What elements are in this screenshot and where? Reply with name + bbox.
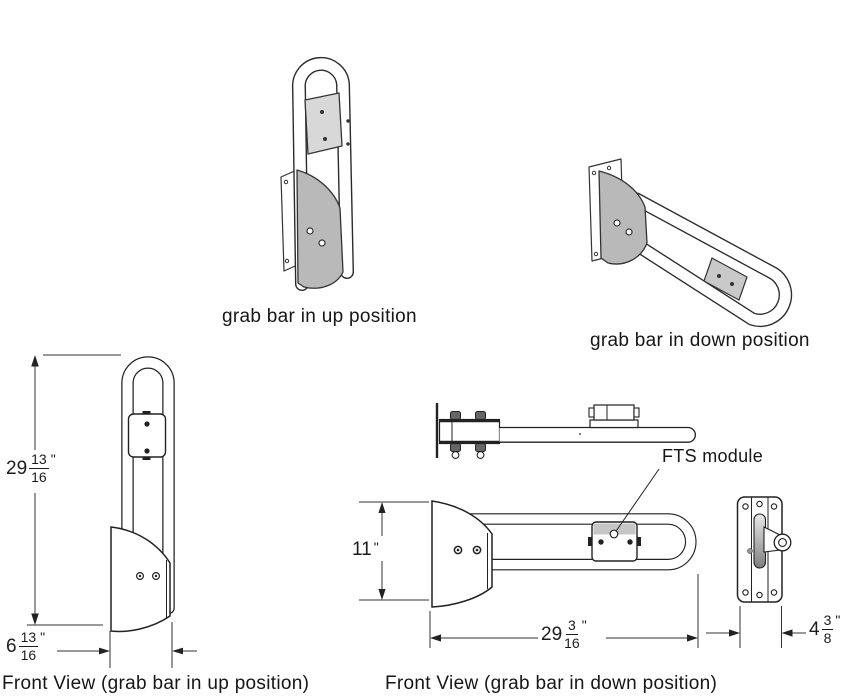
dim-fraction: 13 16 <box>29 451 49 486</box>
dim-numerator: 13 <box>18 629 39 648</box>
dim-whole: 6 <box>6 636 17 658</box>
dim-whole: 29 <box>6 458 28 480</box>
dim-side-plate-width: 4 3 8 " <box>809 612 841 647</box>
dim-unit: " <box>835 612 841 628</box>
top-view-drawing <box>435 403 696 459</box>
fts-module-label: FTS module <box>662 446 764 466</box>
dim-unit: " <box>50 451 56 467</box>
dim-fraction: 3 16 <box>564 617 580 652</box>
dim-unit: " <box>40 629 46 645</box>
front-down-dimensions <box>359 501 806 648</box>
front-up-drawing <box>110 356 175 633</box>
dim-whole: 29 <box>541 624 563 646</box>
dim-overall-height-up: 29 13 16 " <box>6 451 56 486</box>
dim-depth-up: 6 13 16 " <box>6 629 46 664</box>
caption-iso-up: grab bar in up position <box>222 306 417 327</box>
dim-bar-length-down: 29 3 16 " <box>541 617 587 652</box>
dim-denominator: 16 <box>31 469 47 486</box>
dim-fraction: 3 8 <box>821 612 834 647</box>
dim-unit: " <box>373 539 379 555</box>
front-down-drawing <box>431 468 697 608</box>
dim-unit: " <box>581 617 587 633</box>
iso-up-drawing <box>280 56 354 291</box>
caption-iso-down: grab bar in down position <box>590 330 810 351</box>
caption-front-up: Front View (grab bar in up position) <box>2 673 310 694</box>
dim-denominator: 16 <box>20 647 37 664</box>
dim-numerator: 13 <box>29 451 49 470</box>
dim-bracket-height-down: 11 " <box>352 540 379 559</box>
fts-leader-line <box>616 468 660 531</box>
dim-denominator: 16 <box>564 635 580 652</box>
dim-denominator: 8 <box>823 630 832 647</box>
iso-down-drawing <box>588 158 793 328</box>
caption-front-down: Front View (grab bar in down position) <box>385 673 718 694</box>
dim-whole: 11 <box>352 539 372 560</box>
dim-whole: 4 <box>809 619 820 641</box>
dim-numerator: 3 <box>821 612 834 631</box>
dim-fraction: 13 16 <box>18 629 39 664</box>
side-view-drawing <box>736 496 792 603</box>
dim-numerator: 3 <box>566 617 578 636</box>
front-up-dimensions <box>27 354 197 668</box>
